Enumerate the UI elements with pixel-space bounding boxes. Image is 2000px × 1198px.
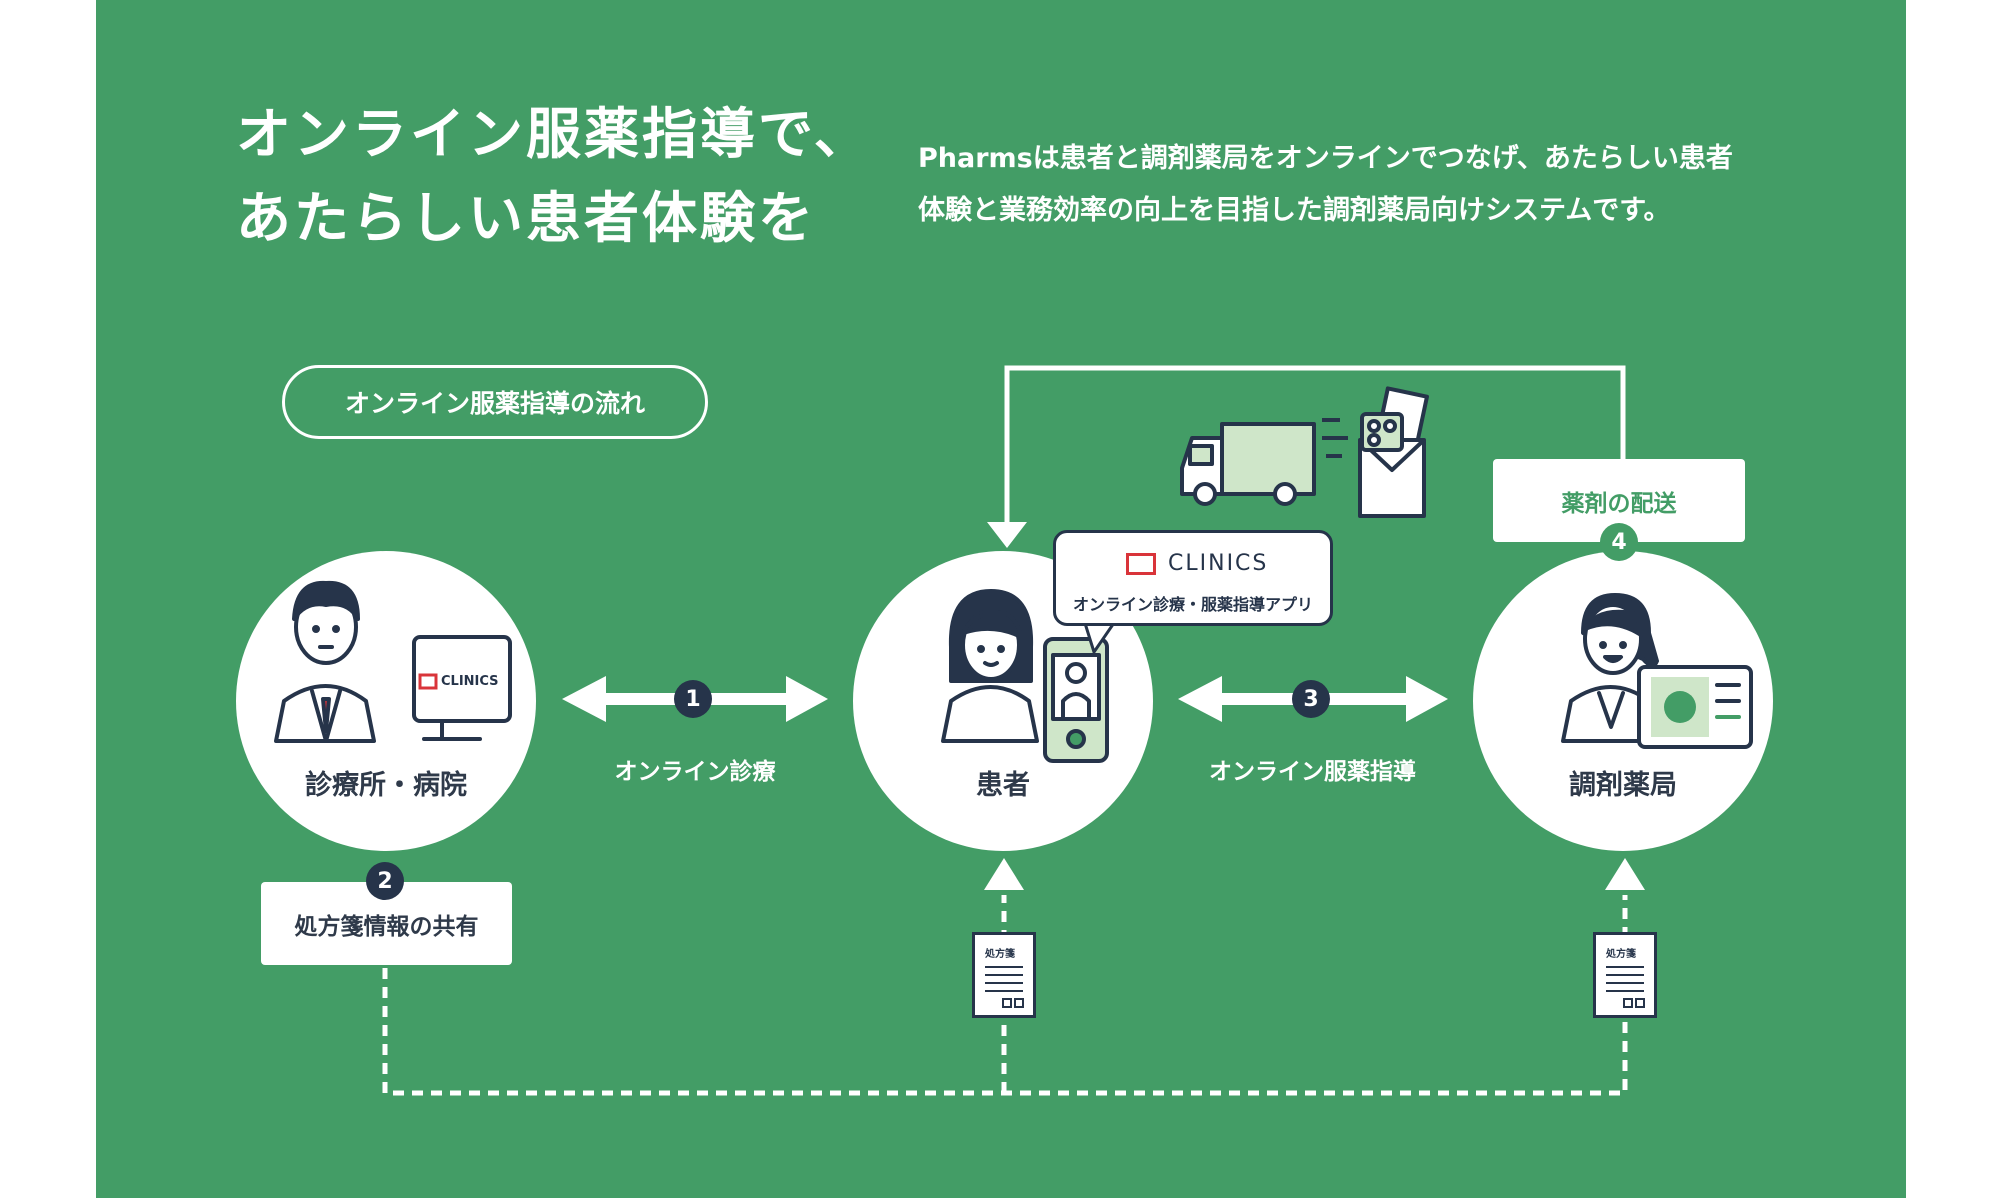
medicine-package-illustration: [1358, 386, 1429, 518]
pharmacist-with-tablet-illustration: [1561, 593, 1753, 749]
prescription-document-pharmacy: 処方箋: [1593, 932, 1657, 1018]
app-bubble-app-name: オンライン診療・服薬指導アプリ: [1072, 595, 1313, 614]
step-1-badge: 1: [674, 680, 712, 718]
app-bubble-brand: CLINICS: [1168, 551, 1269, 576]
pharmacy-up-arrowhead: [1605, 858, 1645, 890]
step-1-label: オンライン診療: [614, 759, 776, 785]
delivery-return-arrowhead: [987, 522, 1027, 548]
patient-label: 患者: [976, 770, 1030, 801]
clinics-logo-icon: [418, 673, 438, 690]
app-bubble: CLINICS オンライン診療・服薬指導アプリ: [1053, 530, 1333, 626]
document-lines-icon: [985, 966, 1024, 1008]
step-3-label: オンライン服薬指導: [1209, 759, 1416, 785]
patient-with-phone-illustration: [941, 589, 1109, 763]
bubble-tail: [1082, 620, 1118, 654]
delivery-truck-illustration: [1180, 418, 1348, 506]
intro-line-2: 体験と業務効率の向上を目指した調剤薬局向けシステムです。: [918, 195, 1671, 226]
doctor-at-monitor-illustration: [274, 580, 512, 743]
patient-up-arrowhead: [984, 858, 1024, 890]
intro-line-1: Pharmsは患者と調剤薬局をオンラインでつなげ、あたらしい患者: [918, 143, 1733, 174]
prescription-document-label: 処方箋: [985, 949, 1015, 960]
clinic-node: CLINICS 診療所・病院: [236, 551, 536, 851]
step-3-badge: 3: [1292, 680, 1330, 718]
headline: オンライン服薬指導で、 あたらしい患者体験を: [236, 92, 872, 260]
prescription-document-patient: 処方箋: [972, 932, 1036, 1018]
pharmacy-node: 調剤薬局: [1473, 551, 1773, 851]
clinics-logo-icon: [1126, 553, 1156, 575]
pharmacy-label: 調剤薬局: [1569, 770, 1677, 801]
clinic-monitor-brand: CLINICS: [441, 674, 499, 689]
flow-title-pill: オンライン服薬指導の流れ: [282, 365, 708, 439]
intro-text: Pharmsは患者と調剤薬局をオンラインでつなげ、あたらしい患者 体験と業務効率…: [918, 133, 1733, 237]
step-4-badge: 4: [1600, 523, 1638, 561]
headline-line-2: あたらしい患者体験を: [236, 186, 817, 250]
document-lines-icon: [1606, 966, 1645, 1008]
headline-line-1: オンライン服薬指導で、: [236, 102, 872, 166]
clinic-label: 診療所・病院: [305, 770, 467, 801]
step-2-badge: 2: [366, 862, 404, 900]
prescription-document-label: 処方箋: [1606, 949, 1636, 960]
